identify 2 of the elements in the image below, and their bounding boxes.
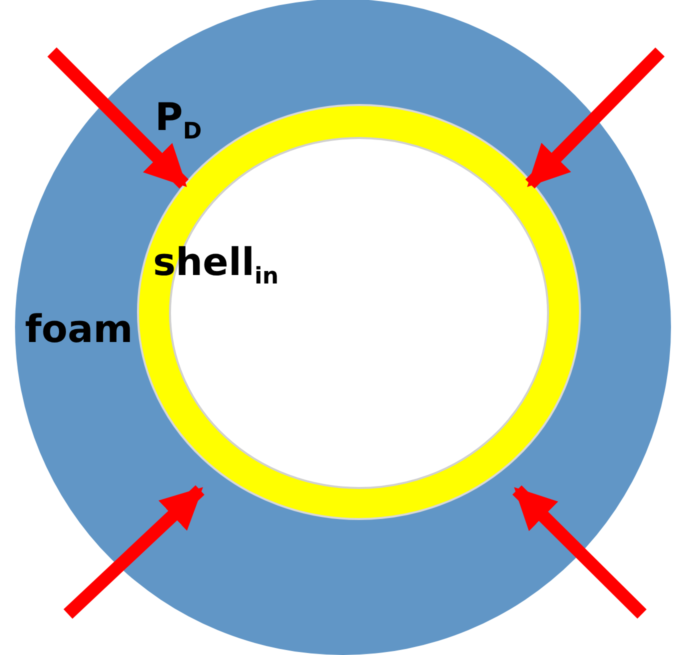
pressure-label: P$_{D}$	[155, 98, 202, 144]
foam-label: foam	[25, 310, 133, 348]
